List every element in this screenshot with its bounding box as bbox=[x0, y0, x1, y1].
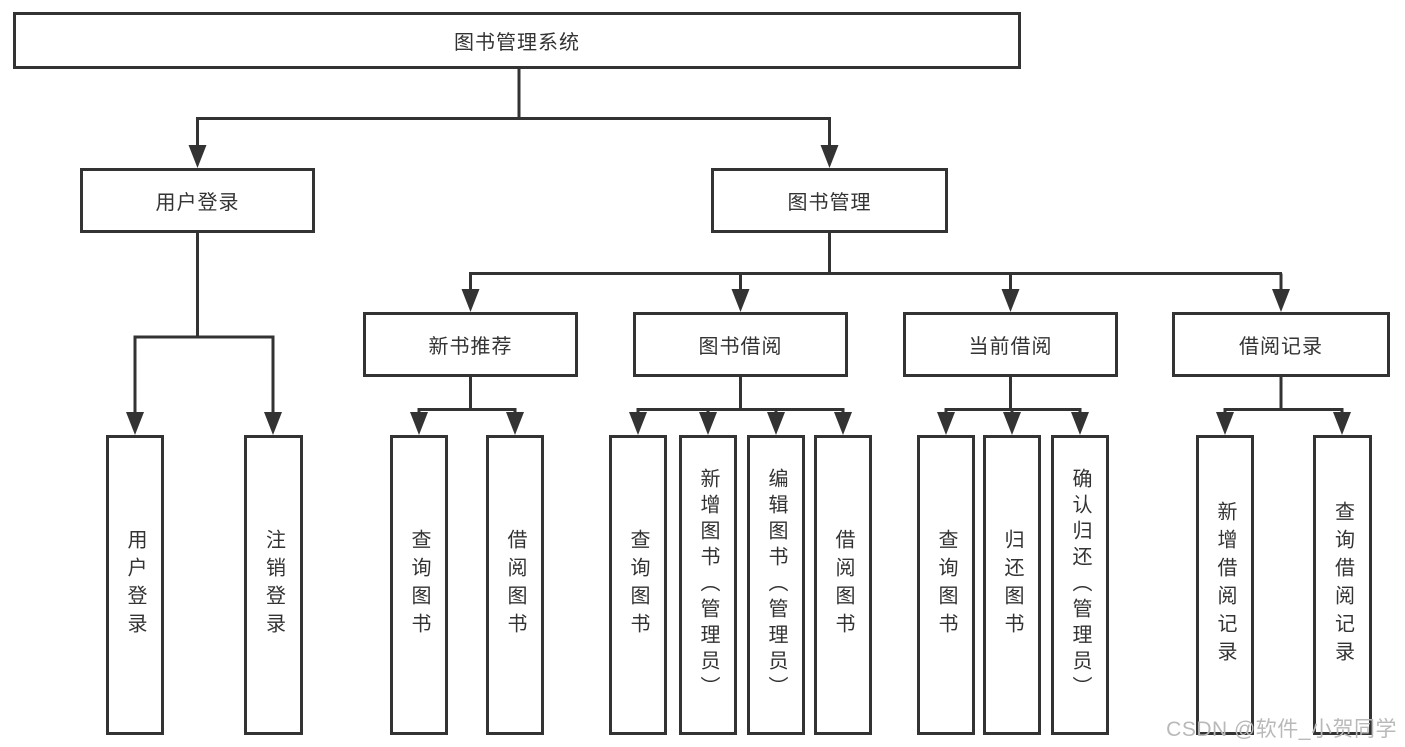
node-borrow-record-label: 借阅记录 bbox=[1239, 336, 1323, 358]
node-borrow-record: 借阅记录 bbox=[1172, 312, 1390, 377]
node-current-borrow-label: 当前借阅 bbox=[968, 336, 1053, 358]
edge-root-to-level1 bbox=[188, 68, 839, 168]
leaf-return-books-label: 归还图书 bbox=[1001, 529, 1023, 641]
edge-borrow-record-to-leaves bbox=[1216, 376, 1351, 435]
leaf-confirm-return-admin: 确认归还（管理员） bbox=[1051, 435, 1109, 735]
leaf-query-books-recommend-label: 查询图书 bbox=[408, 529, 430, 641]
node-new-book-recommend-label: 新书推荐 bbox=[428, 336, 513, 358]
edge-current-borrow-to-leaves bbox=[937, 376, 1089, 435]
node-user-login-label: 用户登录 bbox=[155, 192, 240, 214]
node-book-management: 图书管理 bbox=[711, 168, 948, 233]
leaf-return-books: 归还图书 bbox=[983, 435, 1041, 735]
node-book-borrow-label: 图书借阅 bbox=[698, 336, 783, 358]
leaf-confirm-return-admin-label: 确认归还（管理员） bbox=[1069, 468, 1091, 702]
leaf-query-borrow-record: 查询借阅记录 bbox=[1313, 435, 1372, 735]
node-user-login: 用户登录 bbox=[80, 168, 315, 233]
edge-book-borrow-to-leaves bbox=[629, 376, 852, 435]
watermark-text: CSDN @软件_小贺同学 bbox=[1166, 718, 1397, 741]
leaf-user-login: 用户登录 bbox=[106, 435, 164, 735]
node-book-management-label: 图书管理 bbox=[787, 192, 872, 214]
node-current-borrow: 当前借阅 bbox=[903, 312, 1118, 377]
edge-book-management-to-level2 bbox=[461, 232, 1290, 312]
leaf-borrow-books-label: 借阅图书 bbox=[832, 529, 854, 641]
node-root-system-label: 图书管理系统 bbox=[454, 32, 580, 54]
leaf-borrow-books: 借阅图书 bbox=[814, 435, 872, 735]
leaf-query-books-current: 查询图书 bbox=[917, 435, 975, 735]
leaf-query-books-recommend: 查询图书 bbox=[390, 435, 448, 735]
leaf-add-books-admin: 新增图书（管理员） bbox=[679, 435, 737, 735]
leaf-borrow-books-recommend: 借阅图书 bbox=[486, 435, 544, 735]
node-root-system: 图书管理系统 bbox=[13, 12, 1021, 69]
leaf-logout-label: 注销登录 bbox=[262, 529, 285, 641]
leaf-edit-books-admin-label: 编辑图书（管理员） bbox=[765, 468, 787, 702]
leaf-borrow-books-recommend-label: 借阅图书 bbox=[504, 529, 526, 641]
leaf-user-login-label: 用户登录 bbox=[124, 529, 146, 641]
node-new-book-recommend: 新书推荐 bbox=[363, 312, 578, 377]
leaf-logout: 注销登录 bbox=[244, 435, 303, 735]
node-book-borrow: 图书借阅 bbox=[633, 312, 848, 377]
leaf-query-books-current-label: 查询图书 bbox=[935, 529, 957, 641]
leaf-query-borrow-record-label: 查询借阅记录 bbox=[1331, 501, 1354, 669]
edge-new-book-to-leaves bbox=[410, 376, 524, 435]
leaf-add-borrow-record-label: 新增借阅记录 bbox=[1214, 501, 1236, 669]
leaf-add-books-admin-label: 新增图书（管理员） bbox=[697, 468, 719, 702]
leaf-edit-books-admin: 编辑图书（管理员） bbox=[747, 435, 805, 735]
edge-user-login-to-leaves bbox=[126, 232, 282, 435]
leaf-query-books-borrow-label: 查询图书 bbox=[627, 529, 649, 641]
leaf-query-books-borrow: 查询图书 bbox=[609, 435, 667, 735]
leaf-add-borrow-record: 新增借阅记录 bbox=[1196, 435, 1254, 735]
